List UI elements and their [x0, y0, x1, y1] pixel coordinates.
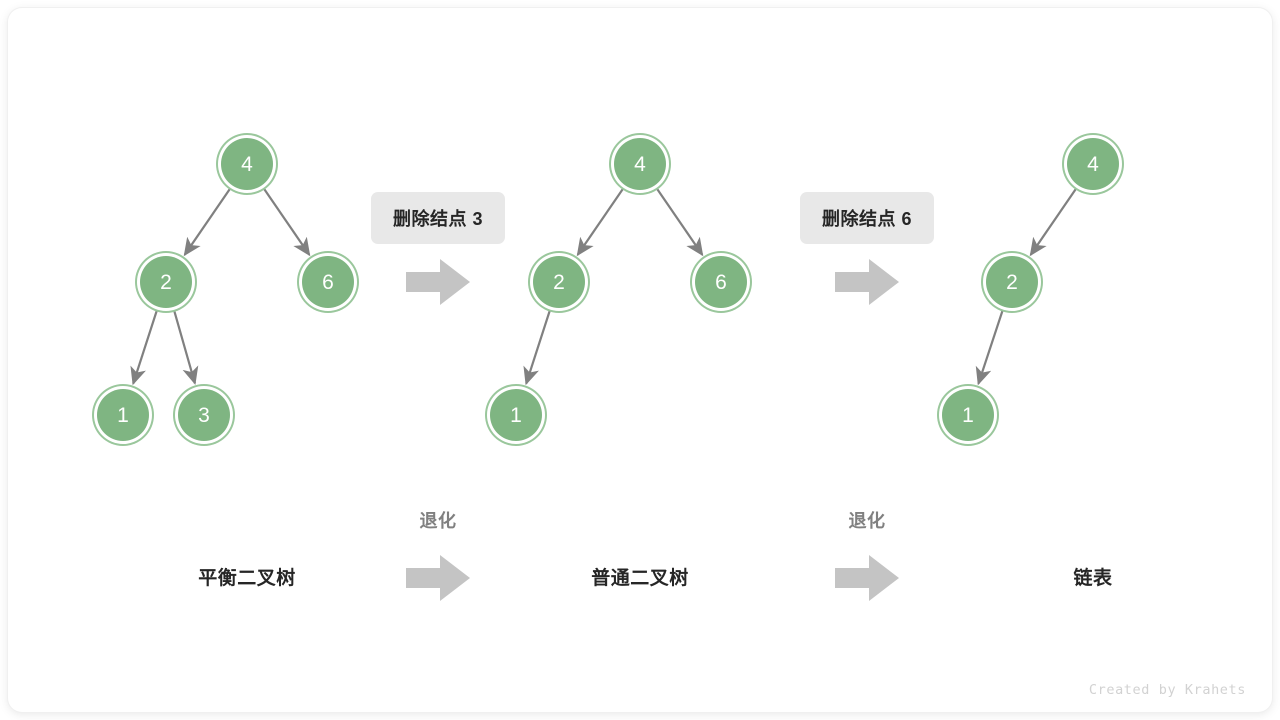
tree-edge [183, 187, 232, 257]
tree-node-1[interactable]: 1 [97, 389, 149, 441]
tree-node-1[interactable]: 1 [942, 389, 994, 441]
caption-balanced: 平衡二叉树 [198, 568, 296, 589]
block-arrow-shape [406, 259, 470, 305]
tree-node-3[interactable]: 3 [178, 389, 230, 441]
tree-node-6[interactable]: 6 [695, 256, 747, 308]
block-arrow [406, 555, 470, 601]
tree-node-1[interactable]: 1 [490, 389, 542, 441]
block-arrow-shape [835, 555, 899, 601]
operation-label-delete-3: 删除结点 3 [370, 192, 506, 244]
operation-label-delete-6: 删除结点 6 [799, 192, 935, 244]
tree-node-2[interactable]: 2 [140, 256, 192, 308]
caption-list: 链表 [1073, 568, 1113, 589]
tree-edge [523, 309, 552, 386]
tree-edge [975, 309, 1004, 386]
block-arrow [835, 555, 899, 601]
tree-node-2[interactable]: 2 [986, 256, 1038, 308]
tree-node-6[interactable]: 6 [302, 256, 354, 308]
caption-ordinary: 普通二叉树 [591, 568, 689, 589]
transition-label-transition-2: 退化 [848, 511, 886, 531]
block-arrow-shape [406, 555, 470, 601]
tree-edge [1029, 187, 1078, 257]
tree-node-4[interactable]: 4 [1067, 138, 1119, 190]
tree-edge [130, 309, 159, 386]
tree-node-4[interactable]: 4 [614, 138, 666, 190]
tree-edges-layer [130, 187, 1078, 386]
tree-node-2[interactable]: 2 [533, 256, 585, 308]
tree-edge [262, 187, 311, 257]
watermark: Created by Krahets [1088, 682, 1246, 698]
tree-node-4[interactable]: 4 [221, 138, 273, 190]
tree-edge [576, 187, 625, 257]
tree-edge [655, 187, 704, 257]
block-arrow-shape [835, 259, 899, 305]
block-arrow [835, 259, 899, 305]
transition-label-transition-1: 退化 [419, 511, 457, 531]
block-arrow [406, 259, 470, 305]
tree-edge [172, 309, 199, 385]
